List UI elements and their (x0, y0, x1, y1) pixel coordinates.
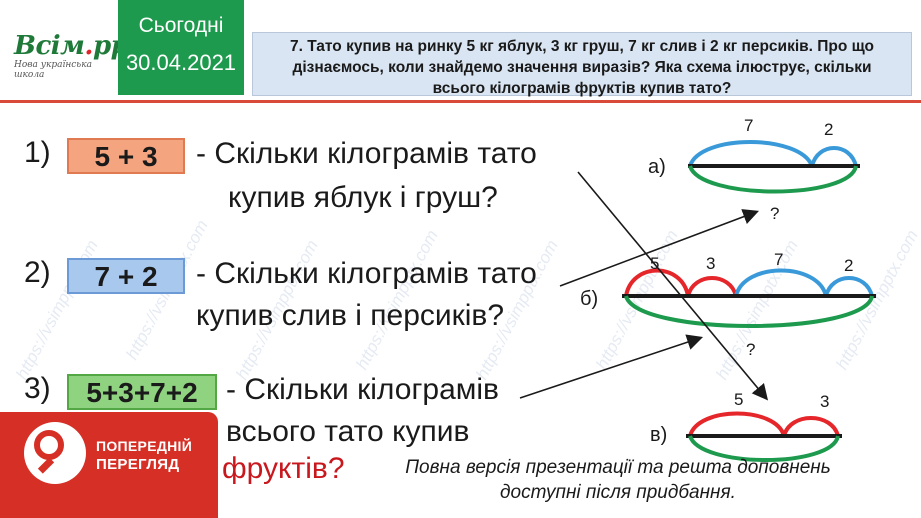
item-number: 2) (24, 256, 51, 289)
scheme-b-value: 7 (774, 250, 784, 269)
scheme-b-total-arc (624, 295, 874, 328)
date-box: Сьогодні 30.04.2021 (118, 0, 244, 95)
question-line: - Скільки кілограмів тато (196, 137, 537, 170)
item-number: 3) (24, 372, 51, 405)
scheme-a-label: а) (648, 156, 666, 178)
scheme-v-value: 5 (734, 390, 744, 409)
scheme-b-arc-2 (824, 276, 874, 297)
scheme-a-arc-7 (688, 140, 814, 167)
scheme-a-value: 7 (744, 116, 754, 135)
date-label: Сьогодні (138, 14, 224, 37)
question-line: купив яблук і груш? (228, 181, 498, 214)
scheme-a-arc-2 (810, 146, 858, 167)
question-line-partial: фруктів? (222, 452, 345, 485)
scheme-b-arc-5 (624, 268, 690, 297)
header-divider (0, 100, 921, 103)
purchase-banner: Повна версія презентації та решта доповн… (405, 457, 831, 503)
expression-box: 7 + 2 (67, 258, 185, 294)
scheme-b-label: б) (580, 288, 599, 310)
question-line: - Скільки кілограмів (226, 373, 499, 406)
preview-badge: ПОПЕРЕДНІЙ ПЕРЕГЛЯД (0, 412, 218, 518)
scheme-b-value: 3 (706, 254, 716, 273)
date-value: 30.04.2021 (125, 50, 237, 75)
scheme-v-arc-3 (782, 416, 840, 437)
scheme-b-value: 2 (844, 256, 854, 275)
task-text: 7. Тато купив на ринку 5 кг яблук, 3 кг … (252, 32, 912, 97)
scheme-v-arc-5 (688, 411, 786, 437)
scheme-b-arc-7 (734, 268, 828, 297)
expression-box: 5+3+7+2 (67, 374, 217, 410)
question-line: - Скільки кілограмів тато (196, 257, 537, 290)
arrow-1-to-v (577, 171, 769, 401)
question-line: купив слив і персиків? (196, 299, 505, 332)
expression-box: 5 + 3 (67, 138, 185, 174)
scheme-b-value: 5 (650, 254, 660, 273)
preview-badge-line2: ПЕРЕГЛЯД (96, 456, 180, 473)
item-number: 1) (24, 136, 51, 169)
scheme-a-total: ? (770, 204, 780, 223)
arrow-2-to-a (559, 209, 759, 287)
scheme-b-total: ? (746, 340, 756, 359)
scheme-v-total-arc (688, 435, 840, 462)
preview-badge-line1: ПОПЕРЕДНІЙ (96, 438, 193, 454)
logo-tagline: Нова українська школа (14, 60, 92, 80)
magnifier-icon (24, 422, 86, 484)
scheme-a-total-arc (688, 165, 858, 194)
scheme-a-value: 2 (824, 120, 834, 139)
scheme-b-arc-3 (686, 276, 738, 297)
scheme-v-label: в) (650, 424, 668, 446)
arrow-3-to-b (519, 334, 704, 399)
scheme-v-value: 3 (820, 392, 830, 411)
question-line: всього тато купив (226, 415, 470, 448)
